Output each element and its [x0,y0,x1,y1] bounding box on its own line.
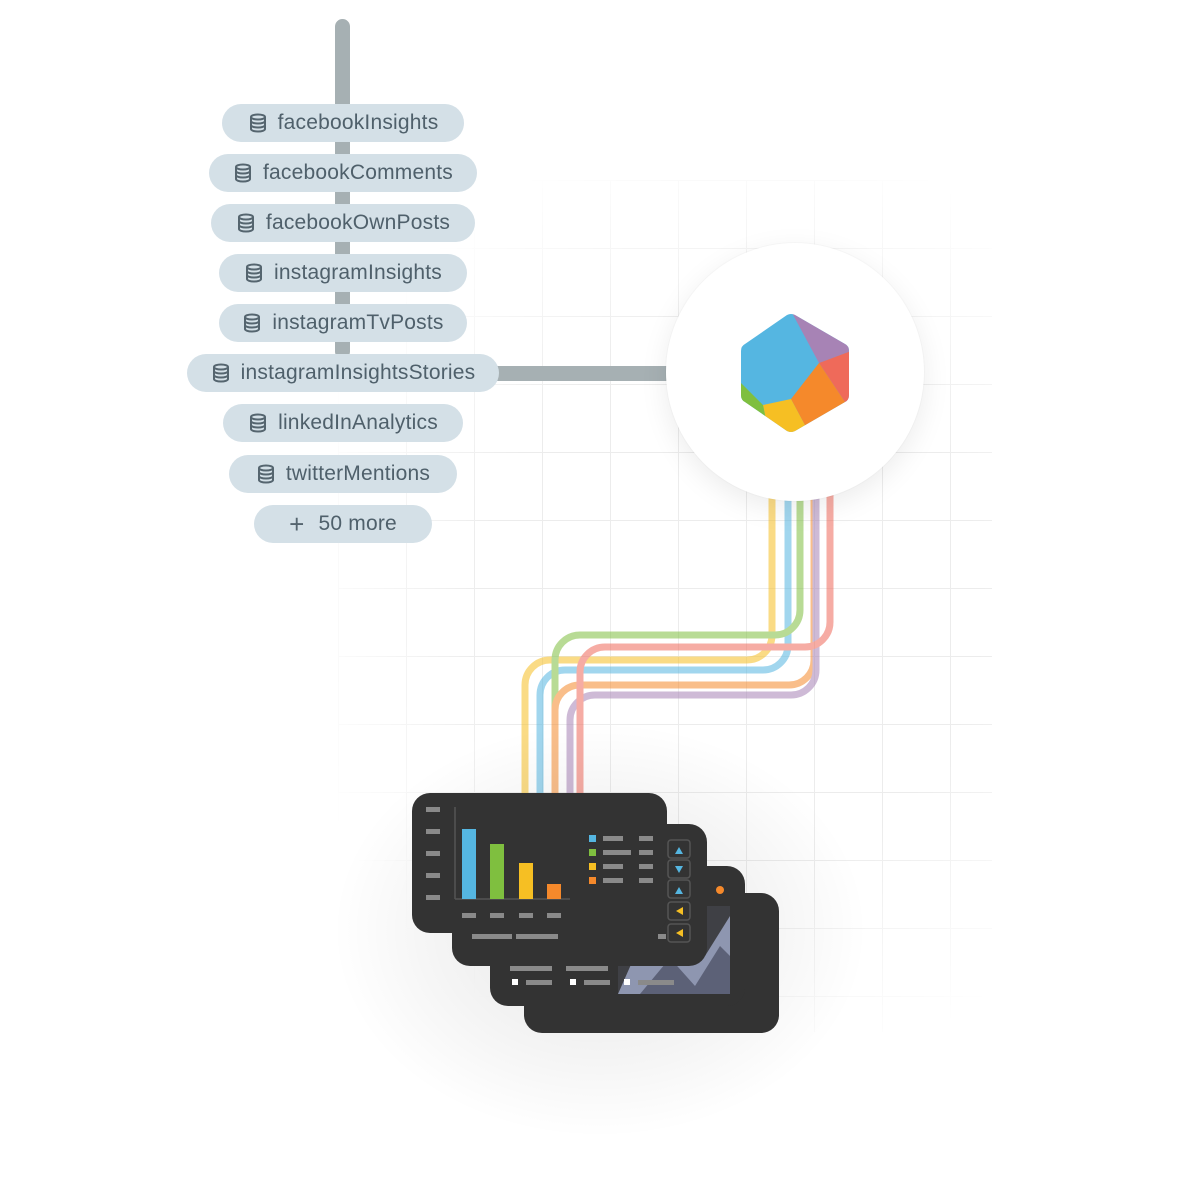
bar-orange [547,884,561,899]
database-icon [235,163,252,183]
status-dot [716,886,724,894]
source-pill-facebook-comments[interactable]: facebookComments [209,154,477,192]
legend-swatch-blue [589,835,596,842]
plus-icon: + [289,509,305,539]
source-pill-facebook-insights[interactable]: facebookInsights [222,104,464,142]
source-pill-instagram-insights[interactable]: instagramInsights [219,254,467,292]
wire-blue [536,495,792,800]
legend-swatch-yellow [589,863,596,870]
source-pill-facebook-own-posts[interactable]: facebookOwnPosts [211,204,475,242]
source-label: facebookInsights [277,111,439,134]
bar-green [490,844,504,899]
source-label: instagramInsights [274,261,442,284]
source-label: instagramTvPosts [272,311,444,334]
database-icon [249,113,266,133]
database-icon [246,263,262,283]
database-icon [257,464,274,484]
source-label: instagramInsightsStories [240,361,476,384]
wire-green [551,495,804,800]
kpi-list-widget [472,839,691,943]
integration-hub[interactable] [666,243,924,501]
legend-swatch-green [589,849,596,856]
dashboard-screen-1 [412,793,667,933]
hexagon-logo-icon [741,314,849,432]
wire-orange [551,495,818,800]
wire-purple [566,495,820,800]
source-pill-instagram-tv-posts[interactable]: instagramTvPosts [219,304,467,342]
source-label: linkedInAnalytics [278,411,438,434]
source-label: twitterMentions [285,462,431,485]
database-icon [244,313,261,333]
source-pill-twitter-mentions[interactable]: twitterMentions [229,455,457,493]
database-icon [237,213,254,233]
database-icon [212,363,229,383]
hub-connector-line [480,366,670,381]
more-sources-label: 50 more [318,512,397,535]
bar-yellow [519,863,533,899]
bar-chart-widget [426,807,653,918]
bar-blue [462,829,476,899]
source-label: facebookOwnPosts [265,211,451,234]
legend-swatch-orange [589,877,596,884]
wire-red [576,495,834,800]
source-label: facebookComments [263,161,453,184]
more-sources-pill[interactable]: + 50 more [254,505,432,543]
source-pill-instagram-insights-stories[interactable]: instagramInsightsStories [187,354,499,392]
source-pill-linkedin-analytics[interactable]: linkedInAnalytics [223,404,463,442]
database-icon [250,413,267,433]
